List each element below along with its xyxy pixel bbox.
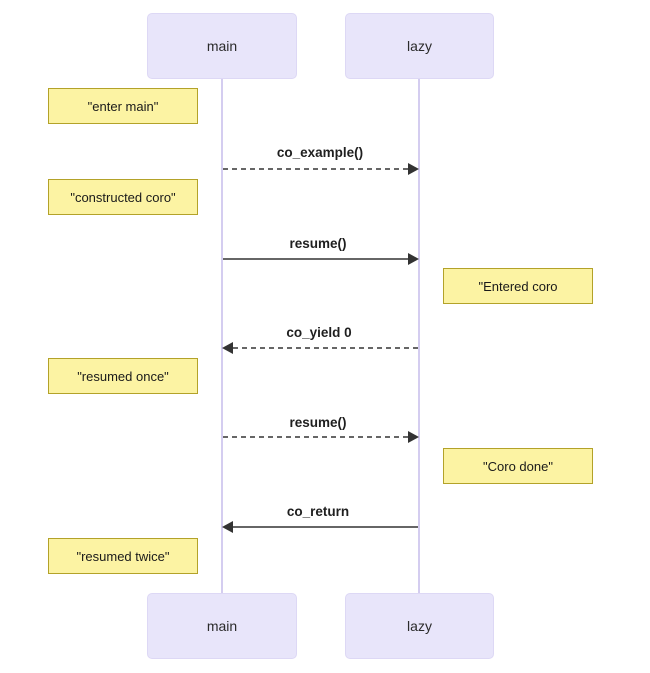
note-right-5[interactable]: "Coro done" bbox=[443, 448, 593, 484]
note-label: "constructed coro" bbox=[70, 189, 176, 205]
arrowhead-icon bbox=[408, 253, 419, 265]
arrowhead-icon bbox=[408, 431, 419, 443]
participant-label: main bbox=[206, 38, 238, 54]
note-label: "Coro done" bbox=[483, 458, 553, 474]
message-label: co_example() bbox=[276, 145, 364, 160]
participant-main-top[interactable]: main bbox=[147, 13, 297, 79]
message-label: resume() bbox=[289, 236, 347, 251]
note-label: "enter main" bbox=[87, 98, 159, 114]
participant-label: lazy bbox=[407, 38, 432, 54]
message-label: resume() bbox=[289, 415, 347, 430]
note-left-4[interactable]: "resumed once" bbox=[48, 358, 198, 394]
message-label: co_yield 0 bbox=[286, 325, 352, 340]
message-5-left[interactable] bbox=[222, 517, 418, 537]
lifeline-lazy bbox=[418, 79, 420, 593]
note-left-2[interactable]: "constructed coro" bbox=[48, 179, 198, 215]
note-left-6[interactable]: "resumed twice" bbox=[48, 538, 198, 574]
note-left-1[interactable]: "enter main" bbox=[48, 88, 198, 124]
note-right-3[interactable]: "Entered coro bbox=[443, 268, 593, 304]
arrowhead-icon bbox=[222, 342, 233, 354]
lifeline-main bbox=[221, 79, 223, 593]
note-label: "Entered coro bbox=[478, 278, 558, 294]
message-3-left[interactable] bbox=[222, 338, 418, 358]
message-2-right[interactable] bbox=[223, 249, 419, 269]
participant-label: main bbox=[206, 618, 238, 634]
note-label: "resumed twice" bbox=[76, 548, 170, 564]
arrowhead-icon bbox=[222, 521, 233, 533]
arrowhead-icon bbox=[408, 163, 419, 175]
message-4-right[interactable] bbox=[223, 427, 419, 447]
note-label: "resumed once" bbox=[77, 368, 169, 384]
participant-lazy-top[interactable]: lazy bbox=[345, 13, 494, 79]
participant-lazy-bottom[interactable]: lazy bbox=[345, 593, 494, 659]
message-label: co_return bbox=[286, 504, 350, 519]
participant-label: lazy bbox=[407, 618, 432, 634]
participant-main-bottom[interactable]: main bbox=[147, 593, 297, 659]
message-1-right[interactable] bbox=[223, 159, 419, 179]
